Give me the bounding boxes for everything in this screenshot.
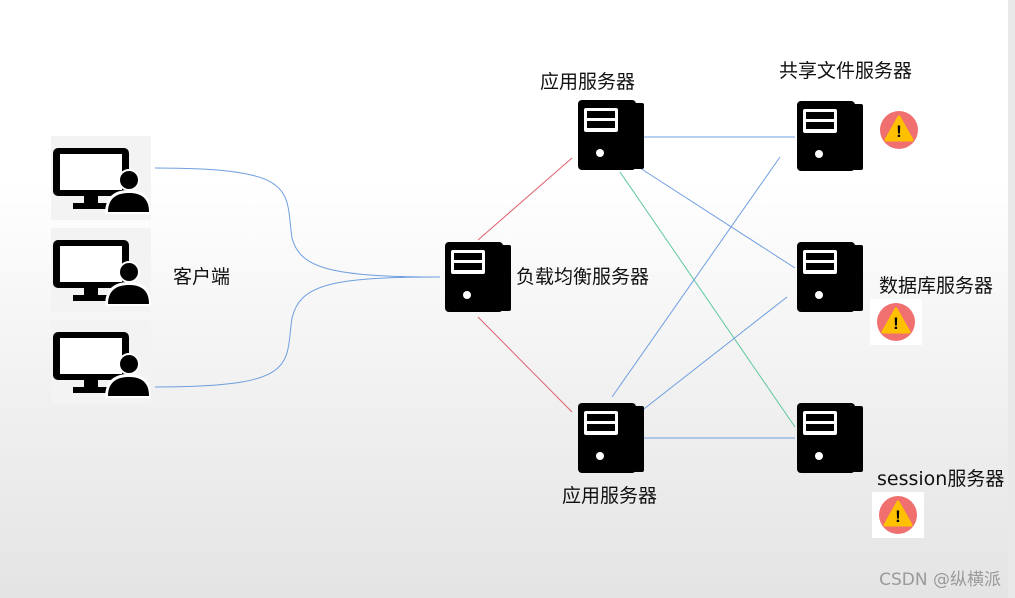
link-client3-lb bbox=[154, 276, 441, 388]
load-balancer-server-icon bbox=[445, 242, 511, 312]
client-computer-1 bbox=[51, 136, 151, 220]
svg-text:!: ! bbox=[895, 507, 901, 526]
file-server-icon bbox=[797, 101, 863, 171]
app-server-bottom-icon bbox=[578, 403, 644, 473]
client-computer-3 bbox=[51, 320, 151, 404]
svg-text:!: ! bbox=[896, 122, 902, 141]
session-server-icon bbox=[797, 403, 863, 473]
link-client1-lb bbox=[154, 167, 441, 278]
db-server-warning-icon: ! bbox=[868, 297, 924, 347]
app-server-top-icon bbox=[578, 100, 644, 170]
load-balancer-label: 负载均衡服务器 bbox=[516, 266, 650, 288]
link-app-top-session bbox=[619, 171, 796, 428]
session-server-warning-icon: ! bbox=[870, 490, 926, 540]
watermark: CSDN @纵横派 bbox=[879, 570, 1001, 590]
db-server-label: 数据库服务器 bbox=[879, 275, 994, 297]
link-lb-app-bottom bbox=[477, 316, 573, 413]
link-lb-app-top bbox=[477, 157, 573, 241]
session-server-label: session服务器 bbox=[877, 468, 1005, 490]
link-app-bottom-db bbox=[639, 296, 788, 413]
link-app-bottom-file bbox=[611, 156, 781, 398]
file-server-warning-icon: ! bbox=[871, 105, 927, 155]
app-server-bottom-label: 应用服务器 bbox=[562, 485, 658, 507]
file-server-label: 共享文件服务器 bbox=[779, 60, 913, 82]
link-app-top-db bbox=[639, 167, 796, 269]
svg-text:!: ! bbox=[893, 314, 899, 333]
client-computer-2 bbox=[51, 228, 151, 312]
app-server-top-label: 应用服务器 bbox=[540, 71, 636, 93]
db-server-icon bbox=[797, 242, 863, 312]
right-edge-strip bbox=[1008, 0, 1015, 598]
client-label: 客户端 bbox=[173, 266, 231, 288]
